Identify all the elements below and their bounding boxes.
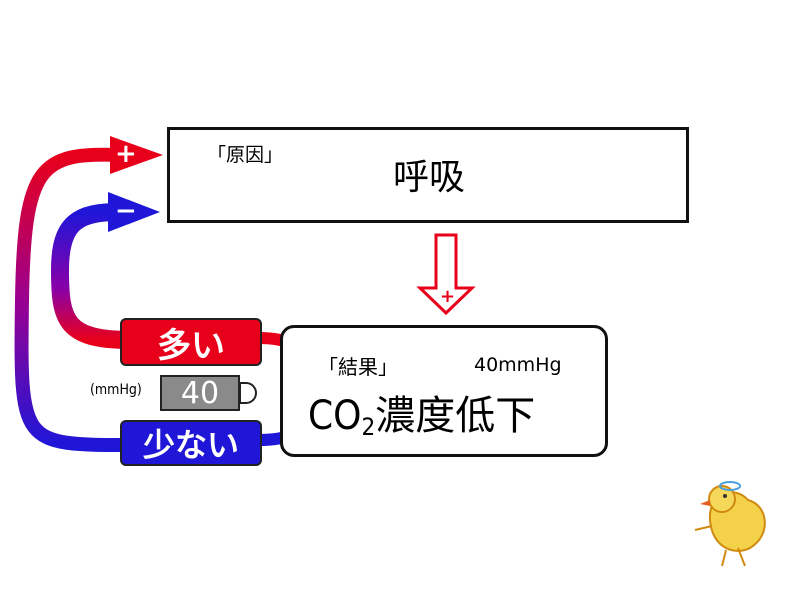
co2-subscript: 2 [361, 413, 376, 441]
minus-feedback-path [50, 203, 131, 349]
cause-title: 呼吸 [393, 157, 466, 198]
gauge-battery: 40 [160, 375, 240, 411]
more-label: 多い [120, 318, 262, 366]
co2-title: CO2濃度低下 [308, 396, 535, 439]
cause-label: 「原因」 [207, 144, 284, 166]
chick-doodle [694, 481, 766, 567]
co2-rest: 濃度低下 [375, 393, 536, 439]
effect-arrow [416, 233, 476, 316]
minus-sign: − [115, 196, 137, 226]
result-box [280, 325, 608, 457]
cause-box [167, 127, 689, 223]
gauge-battery-cap [239, 382, 257, 404]
normal-value: 40mmHg [474, 354, 562, 376]
less-label: 少ない [120, 420, 262, 466]
effect-sign: + [440, 286, 456, 307]
plus-feedback-path [14, 147, 131, 452]
more-text: 多い [157, 325, 225, 366]
plus-arrow-head [110, 136, 163, 174]
result-label: 「結果」 [318, 355, 398, 379]
co2-prefix: CO [308, 393, 362, 439]
gauge-unit: (mmHg) [90, 382, 142, 398]
less-text: 少ない [142, 426, 239, 464]
minus-arrow-head [108, 192, 160, 232]
plus-sign: + [115, 139, 137, 169]
gauge-value: 40 [180, 375, 220, 411]
